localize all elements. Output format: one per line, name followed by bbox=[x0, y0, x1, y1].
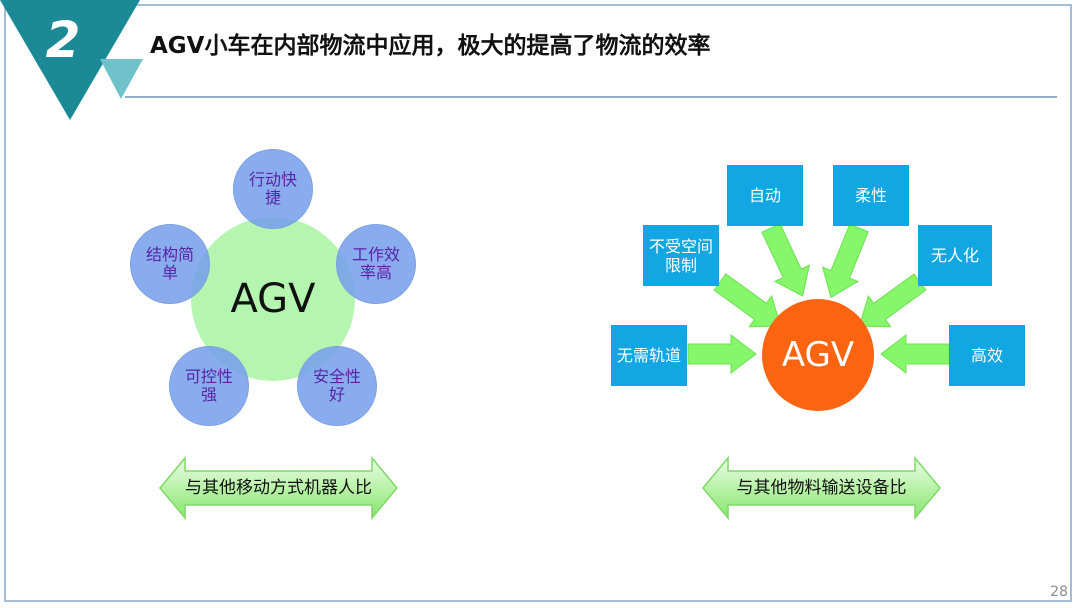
page-number: 28 bbox=[1050, 584, 1068, 600]
arrow-flexible bbox=[821, 223, 869, 299]
box-no-space-limit: 不受空间限制 bbox=[643, 225, 719, 286]
section-badge bbox=[0, 0, 143, 120]
badge-light-triangle bbox=[100, 59, 143, 99]
box-efficient: 高效 bbox=[949, 325, 1025, 386]
right-banner-arrow bbox=[702, 455, 941, 521]
left-banner-arrow bbox=[159, 455, 398, 521]
node-fast-action: 行动快捷 bbox=[233, 149, 313, 229]
section-number: 2 bbox=[45, 11, 81, 69]
box-no-track: 无需轨道 bbox=[611, 325, 687, 386]
left-banner-label: 与其他移动方式机器人比 bbox=[185, 478, 372, 498]
node-safety: 安全性好 bbox=[297, 346, 377, 426]
box-automatic: 自动 bbox=[727, 165, 803, 226]
node-high-efficiency: 工作效率高 bbox=[336, 224, 416, 304]
box-unmanned: 无人化 bbox=[918, 225, 992, 286]
slide-title: AGV小车在内部物流中应用，极大的提高了物流的效率 bbox=[150, 33, 711, 59]
badge-dark-triangle bbox=[0, 0, 140, 120]
node-controllability: 可控性强 bbox=[169, 346, 249, 426]
arrow-auto bbox=[761, 223, 811, 297]
arrow-unmanned bbox=[858, 273, 927, 328]
title-rule bbox=[125, 96, 1057, 98]
box-flexible: 柔性 bbox=[833, 165, 909, 226]
agv-orange-circle: AGV bbox=[762, 299, 874, 411]
right-banner-label: 与其他物料输送设备比 bbox=[736, 478, 907, 498]
arrow-no-space-limit bbox=[713, 273, 782, 328]
arrow-no-track bbox=[687, 333, 757, 375]
slide-frame bbox=[4, 4, 1072, 602]
arrow-efficient bbox=[880, 333, 950, 375]
node-simple-structure: 结构简单 bbox=[130, 224, 210, 304]
